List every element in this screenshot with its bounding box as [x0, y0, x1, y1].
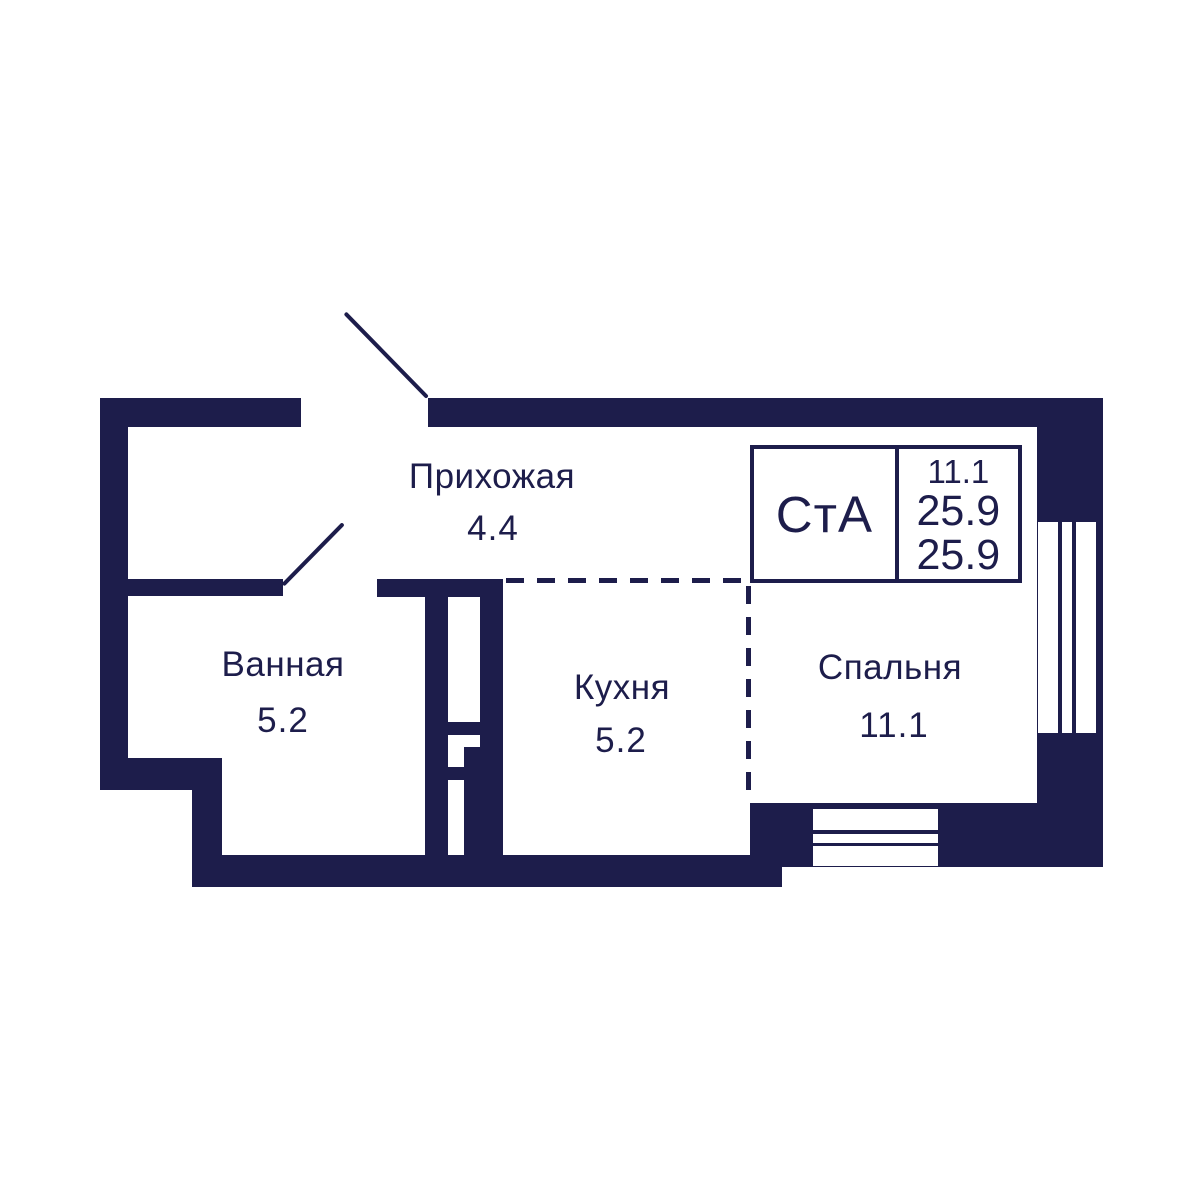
bedroom-window-pane: [813, 846, 938, 866]
dashed-boundary-hall-kitchen: [506, 578, 744, 583]
area-label-bedroom: 11.1: [859, 706, 929, 745]
stat-total-area: 25.9: [916, 486, 1001, 535]
room-label-bedroom: Спальня: [817, 648, 963, 687]
stat-living-area: 11.1: [927, 452, 990, 490]
dashed-boundary-kitchen-bedroom: [746, 586, 751, 803]
area-label-bathroom: 5.2: [257, 701, 309, 740]
entry-door-swing-line: [343, 311, 429, 399]
area-label-kitchen: 5.2: [595, 721, 647, 760]
room-label-bathroom: Ванная: [221, 645, 345, 684]
bedroom-window-pane: [813, 809, 938, 830]
title-block: СтА 11.1 25.9 25.9: [750, 445, 1022, 583]
wall-hall-kitchen: [377, 579, 503, 597]
area-label-hallway: 4.4: [467, 509, 519, 548]
shaft-divider-top: [448, 722, 480, 735]
wall-bathroom-right: [425, 596, 448, 855]
stat-overall-area: 25.9: [916, 530, 1001, 579]
room-label-kitchen: Кухня: [573, 668, 671, 707]
right-window-pane: [1076, 522, 1096, 733]
bedroom-window-pane: [813, 834, 938, 843]
room-label-hallway: Прихожая: [408, 457, 576, 496]
right-window-pane: [1038, 522, 1058, 733]
wall-left: [100, 398, 128, 790]
apartment-type-label: СтА: [775, 485, 873, 543]
shaft-right-column: [464, 747, 480, 855]
shaft-divider-bottom: [448, 767, 464, 780]
apartment-stats: 11.1 25.9 25.9: [894, 449, 1018, 579]
wall-top-right: [428, 398, 1103, 427]
wall-bottom-kitchen: [192, 855, 782, 887]
right-window-pane: [1062, 522, 1072, 733]
wall-junction-column: [750, 803, 782, 887]
bathroom-door-swing-line: [281, 522, 345, 587]
wall-kitchen-left: [480, 596, 503, 855]
wall-hall-bathroom: [128, 579, 283, 596]
wall-top-left: [100, 398, 301, 427]
